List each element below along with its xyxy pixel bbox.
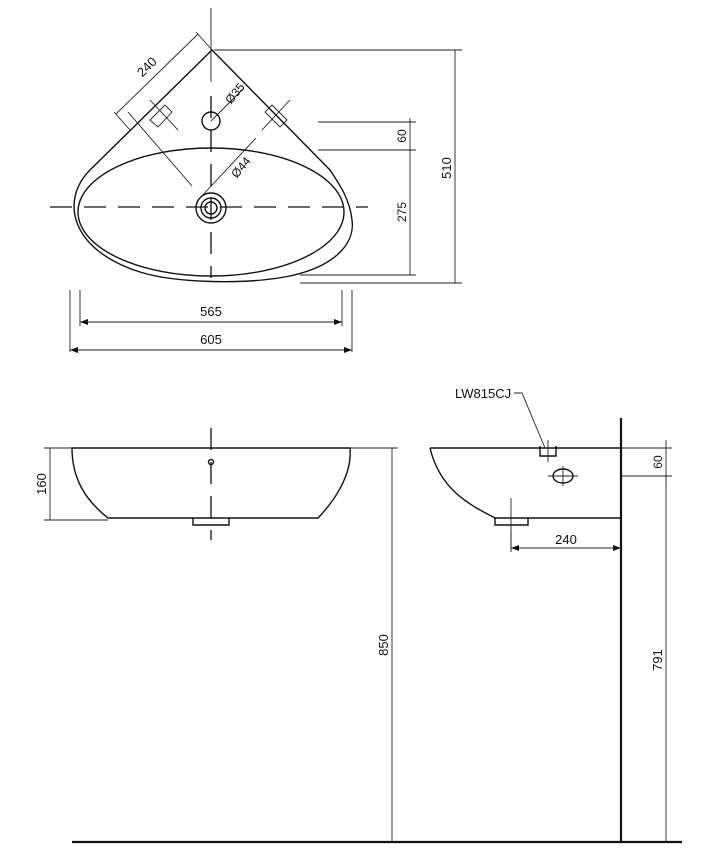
- dim-d35-label: Ø35: [222, 80, 248, 107]
- dim-605-arrow-right: [344, 347, 352, 353]
- side-dim-240-arrow-right: [613, 545, 621, 551]
- drain-hole-middle: [200, 197, 222, 219]
- dim-240-label: 240: [134, 54, 160, 80]
- side-dim-791-label: 791: [650, 649, 665, 671]
- dim-565-arrow-right: [334, 319, 342, 325]
- side-drain-stub: [494, 518, 529, 526]
- model-label-leader: [514, 392, 546, 449]
- diagonal-leader-44: [199, 137, 257, 199]
- front-drain-stub: [192, 518, 230, 526]
- diagonal-centerline: [127, 111, 193, 187]
- dim-240-line: [115, 33, 199, 115]
- side-view: LW815CJ 60 240 791: [429, 386, 672, 842]
- dim-565-arrow-left: [80, 319, 88, 325]
- dim-d44-label: Ø44: [228, 154, 254, 181]
- dim-275-label: 275: [395, 202, 409, 222]
- dim-565-label: 565: [200, 304, 222, 319]
- drain-hole-inner: [204, 201, 218, 215]
- bracket-right: [264, 104, 288, 128]
- dim-160-label: 160: [34, 473, 49, 495]
- model-label: LW815CJ: [455, 386, 511, 401]
- dim-605-arrow-left: [70, 347, 78, 353]
- dim-850-label: 850: [376, 634, 391, 656]
- dim-605-label: 605: [200, 332, 222, 347]
- tap-hole: [201, 111, 221, 131]
- dim-510-label: 510: [439, 157, 454, 179]
- bracket-right-line: [261, 99, 291, 131]
- dim-240-extension-b: [113, 111, 131, 131]
- side-dim-60-label: 60: [651, 455, 665, 469]
- bracket-left-line: [149, 99, 179, 131]
- front-view: 160 850: [34, 428, 398, 842]
- basin-outer-outline: [73, 49, 354, 283]
- front-basin-outline: [71, 447, 351, 519]
- tap-hole-leader: [210, 87, 245, 122]
- side-basin-outline: [429, 447, 621, 519]
- dim-60-top-label: 60: [395, 129, 409, 143]
- bracket-left: [149, 104, 173, 128]
- top-view: 240 Ø35 Ø44 510 60 275 565 605: [50, 8, 462, 353]
- dim-240-extension-a: [195, 31, 213, 51]
- side-dim-240-arrow-left: [511, 545, 519, 551]
- drain-hole-outer: [195, 192, 227, 224]
- side-dim-240-label: 240: [555, 532, 577, 547]
